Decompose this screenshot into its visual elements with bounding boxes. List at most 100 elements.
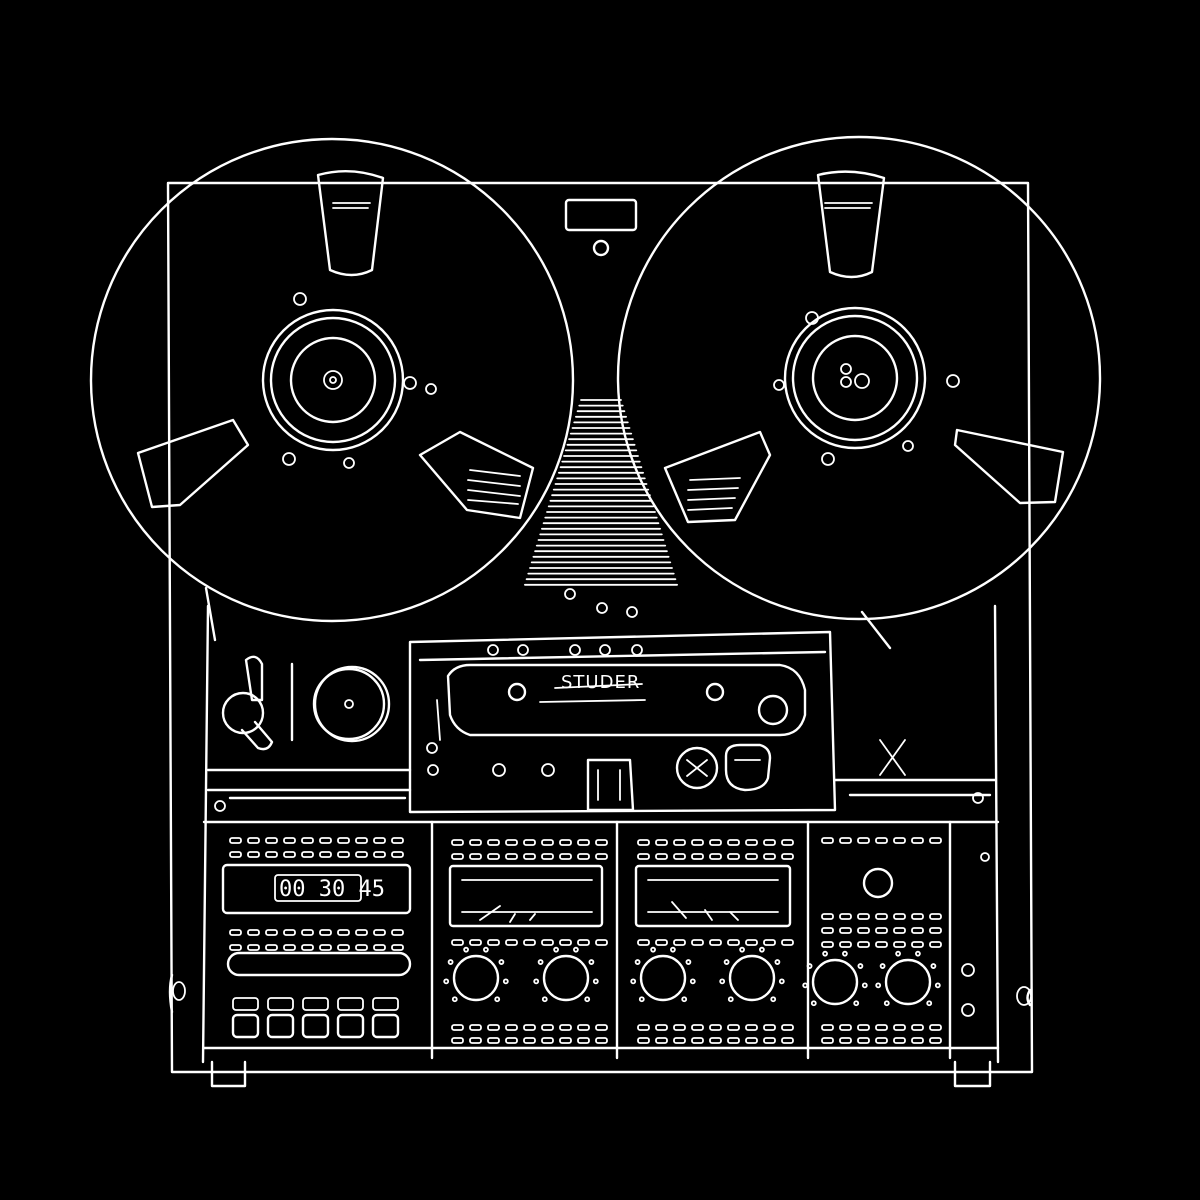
switch[interactable] [821, 941, 834, 948]
switch[interactable] [727, 1037, 740, 1044]
switch[interactable] [929, 913, 942, 920]
switch[interactable] [727, 939, 740, 946]
switch[interactable] [781, 939, 794, 946]
switch[interactable] [523, 853, 536, 860]
switch[interactable] [355, 851, 368, 858]
switch[interactable] [821, 927, 834, 934]
switch[interactable] [541, 1024, 554, 1031]
switch[interactable] [283, 851, 296, 858]
switch[interactable] [577, 939, 590, 946]
switch[interactable] [319, 929, 332, 936]
record-icon[interactable] [301, 1013, 330, 1039]
switch[interactable] [595, 1037, 608, 1044]
switch[interactable] [559, 1037, 572, 1044]
switch[interactable] [523, 939, 536, 946]
switch[interactable] [301, 851, 314, 858]
switch[interactable] [541, 1037, 554, 1044]
switch[interactable] [857, 927, 870, 934]
rewind-icon[interactable] [231, 1013, 260, 1039]
switch[interactable] [355, 837, 368, 844]
switch[interactable] [337, 837, 350, 844]
switch[interactable] [577, 839, 590, 846]
switch[interactable] [319, 851, 332, 858]
play-icon[interactable] [266, 1013, 295, 1039]
switch[interactable] [301, 944, 314, 951]
switch[interactable] [745, 939, 758, 946]
switch[interactable] [319, 944, 332, 951]
switch[interactable] [709, 839, 722, 846]
switch[interactable] [559, 853, 572, 860]
switch[interactable] [451, 853, 464, 860]
switch[interactable] [893, 1024, 906, 1031]
switch[interactable] [875, 837, 888, 844]
level-knob[interactable] [884, 958, 932, 1006]
switch[interactable] [577, 1024, 590, 1031]
level-knob[interactable] [811, 958, 859, 1006]
switch[interactable] [229, 944, 242, 951]
switch[interactable] [763, 839, 776, 846]
switch[interactable] [451, 939, 464, 946]
switch[interactable] [247, 851, 260, 858]
switch[interactable] [523, 839, 536, 846]
switch[interactable] [875, 913, 888, 920]
switch[interactable] [655, 1024, 668, 1031]
switch[interactable] [391, 929, 404, 936]
switch[interactable] [781, 1024, 794, 1031]
switch[interactable] [691, 839, 704, 846]
switch[interactable] [857, 1037, 870, 1044]
switch[interactable] [745, 839, 758, 846]
switch[interactable] [337, 851, 350, 858]
switch[interactable] [559, 939, 572, 946]
switch[interactable] [337, 929, 350, 936]
switch[interactable] [839, 927, 852, 934]
switch[interactable] [541, 839, 554, 846]
switch[interactable] [301, 837, 314, 844]
switch[interactable] [929, 837, 942, 844]
switch[interactable] [893, 927, 906, 934]
switch[interactable] [373, 851, 386, 858]
switch[interactable] [265, 837, 278, 844]
switch[interactable] [781, 839, 794, 846]
switch[interactable] [229, 851, 242, 858]
switch[interactable] [911, 941, 924, 948]
switch[interactable] [391, 837, 404, 844]
switch[interactable] [505, 1024, 518, 1031]
switch[interactable] [337, 944, 350, 951]
switch[interactable] [893, 837, 906, 844]
switch[interactable] [319, 837, 332, 844]
switch[interactable] [929, 1024, 942, 1031]
switch[interactable] [229, 837, 242, 844]
switch[interactable] [839, 1037, 852, 1044]
switch[interactable] [929, 941, 942, 948]
switch[interactable] [821, 837, 834, 844]
switch[interactable] [893, 913, 906, 920]
level-knob[interactable] [542, 954, 590, 1002]
switch[interactable] [637, 939, 650, 946]
switch[interactable] [691, 1024, 704, 1031]
switch[interactable] [839, 837, 852, 844]
switch[interactable] [505, 839, 518, 846]
switch[interactable] [487, 1024, 500, 1031]
switch[interactable] [857, 941, 870, 948]
switch[interactable] [875, 927, 888, 934]
switch[interactable] [821, 913, 834, 920]
switch[interactable] [283, 944, 296, 951]
switch[interactable] [857, 913, 870, 920]
switch[interactable] [541, 939, 554, 946]
fast-forward-icon[interactable] [371, 1013, 400, 1039]
stop-icon[interactable] [336, 1013, 365, 1039]
switch[interactable] [655, 1037, 668, 1044]
switch[interactable] [821, 1024, 834, 1031]
switch[interactable] [469, 839, 482, 846]
switch[interactable] [469, 1037, 482, 1044]
switch[interactable] [265, 851, 278, 858]
switch[interactable] [469, 1024, 482, 1031]
switch[interactable] [505, 853, 518, 860]
switch[interactable] [523, 1037, 536, 1044]
switch[interactable] [763, 1037, 776, 1044]
switch[interactable] [595, 939, 608, 946]
switch[interactable] [839, 913, 852, 920]
switch[interactable] [875, 1024, 888, 1031]
switch[interactable] [911, 1024, 924, 1031]
switch[interactable] [373, 929, 386, 936]
